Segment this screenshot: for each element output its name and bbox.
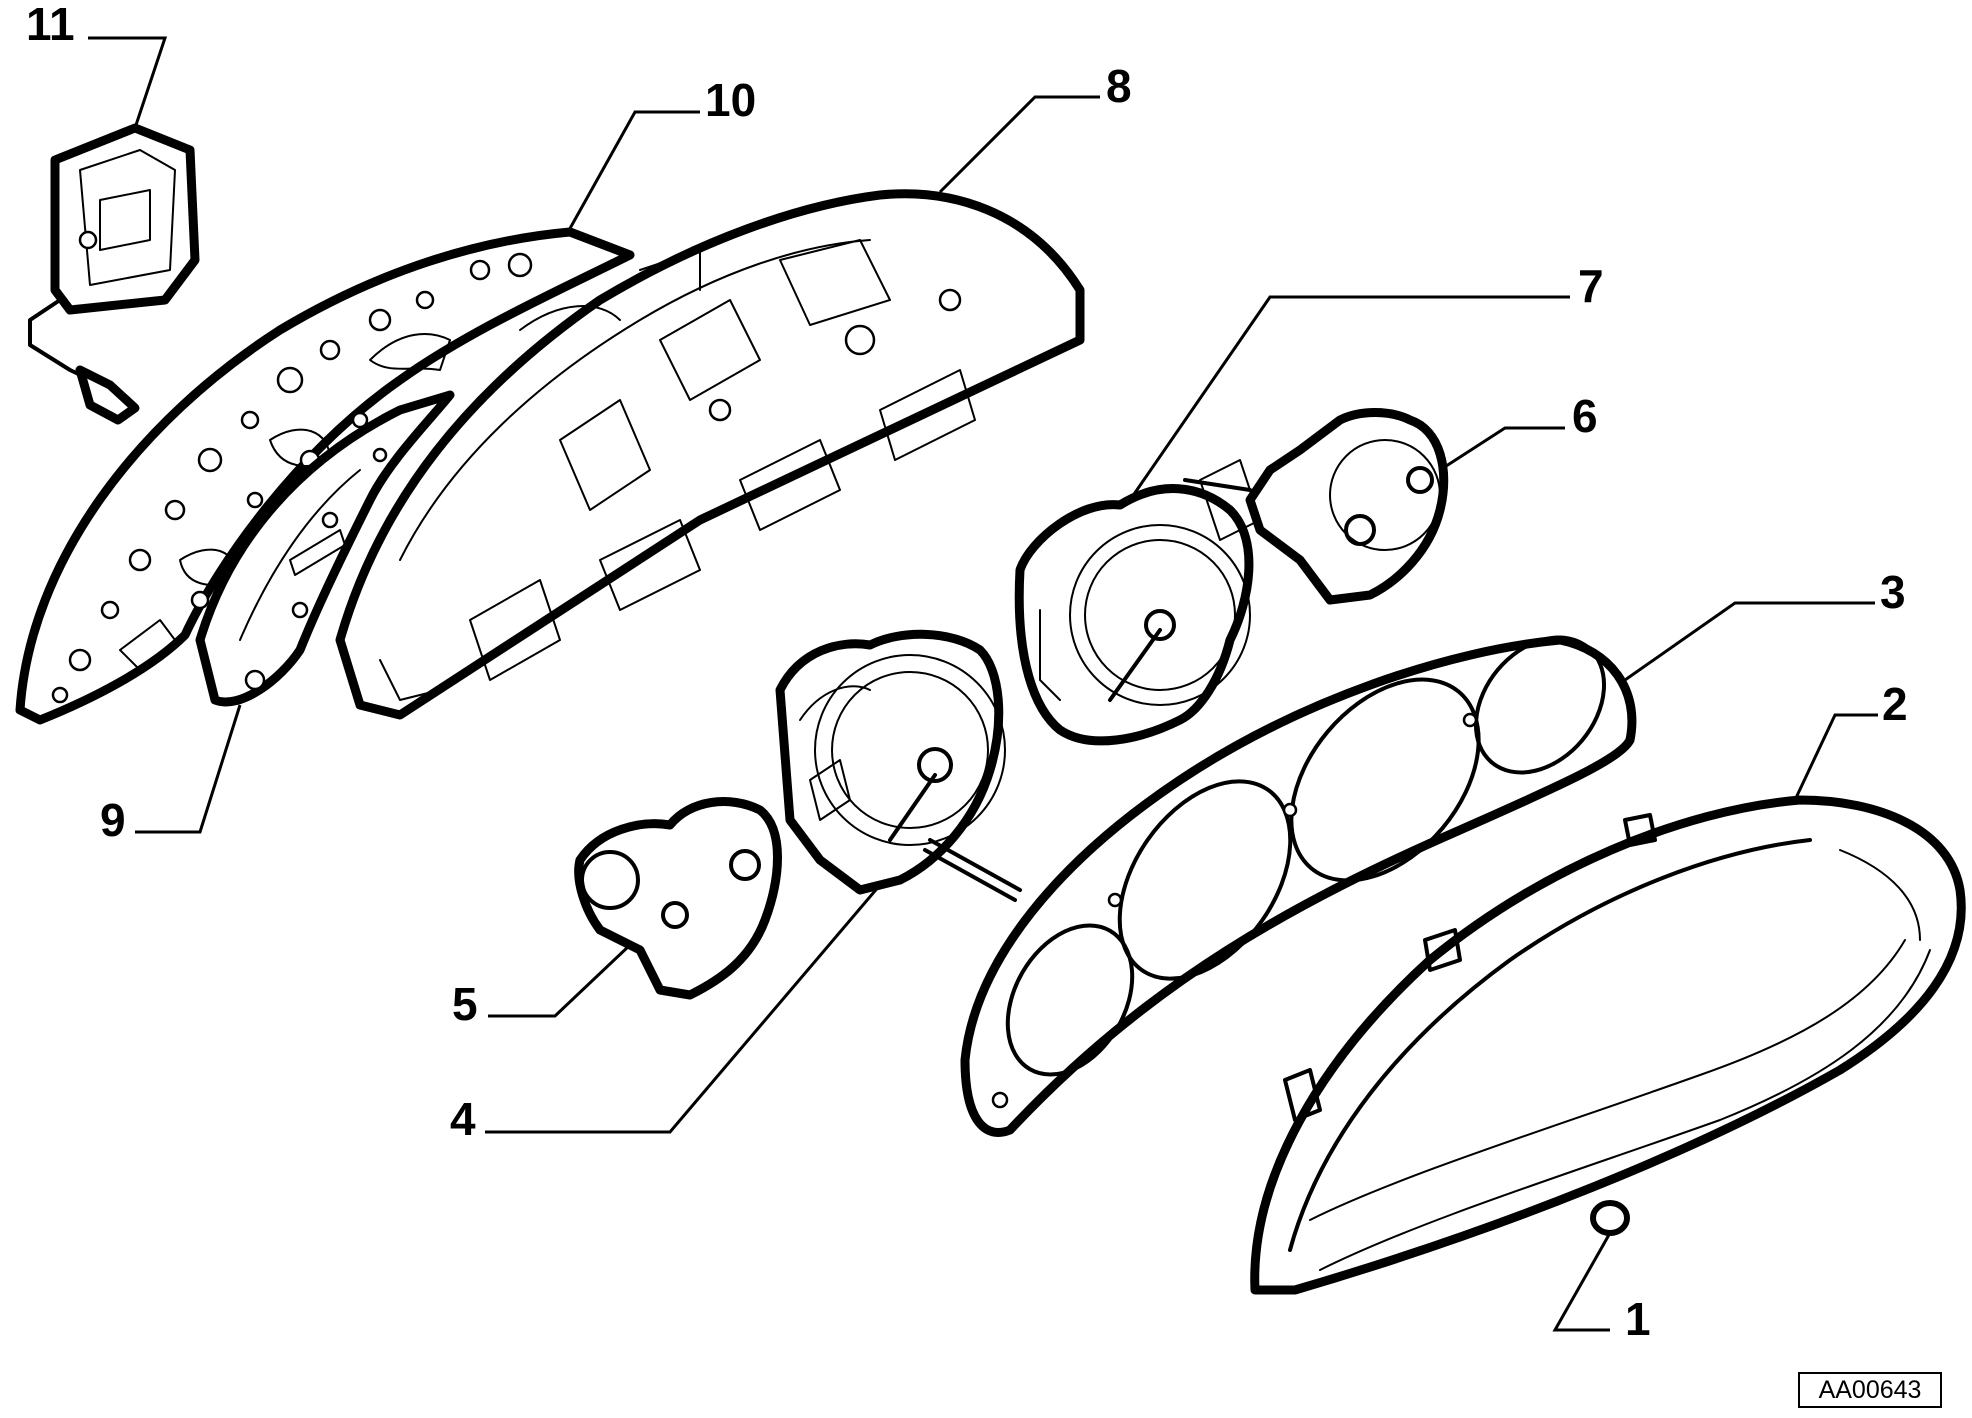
part-9-gasket bbox=[195, 390, 455, 707]
part-3-dial-mask bbox=[960, 635, 1637, 1137]
callout-3: 3 bbox=[1880, 566, 1906, 618]
callout-11: 11 bbox=[26, 0, 75, 50]
reference-code-label: AA00643 bbox=[1798, 1372, 1942, 1408]
callout-5: 5 bbox=[452, 978, 478, 1030]
part-1-knob bbox=[1590, 1200, 1630, 1236]
callout-4: 4 bbox=[450, 1093, 476, 1145]
part-7-speedometer bbox=[1014, 484, 1254, 746]
part-2-lens-cover bbox=[1250, 795, 1966, 1295]
part-10-circuit-board bbox=[15, 227, 635, 725]
callout-9: 9 bbox=[100, 794, 126, 846]
callout-8: 8 bbox=[1106, 60, 1132, 112]
part-5-small-gauge bbox=[574, 797, 782, 1000]
callout-numbers: 1 2 3 4 5 6 7 8 9 10 11 bbox=[26, 0, 1908, 1345]
part-11-module bbox=[28, 123, 200, 425]
part-8-housing bbox=[335, 189, 1085, 720]
part-4-tachometer bbox=[775, 629, 1022, 902]
leader-lines bbox=[88, 36, 1878, 1332]
callout-6: 6 bbox=[1572, 390, 1598, 442]
callout-10: 10 bbox=[705, 74, 756, 126]
callout-2: 2 bbox=[1882, 678, 1908, 730]
callout-1: 1 bbox=[1625, 1293, 1651, 1345]
callout-7: 7 bbox=[1578, 260, 1604, 312]
